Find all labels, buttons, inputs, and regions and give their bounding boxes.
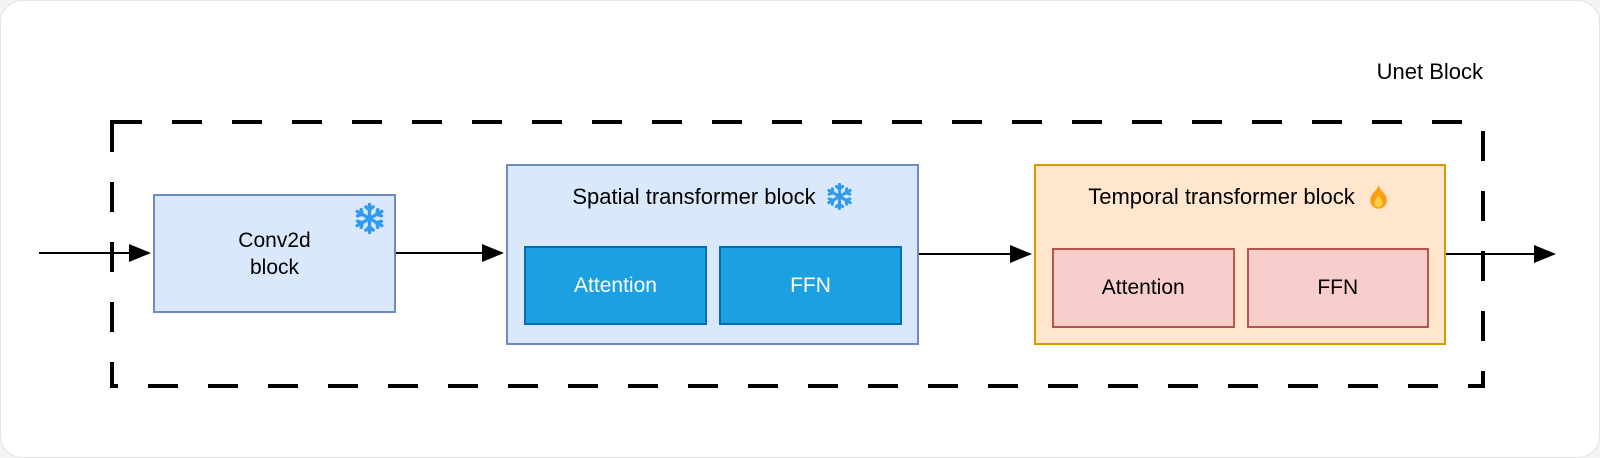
fire-icon: [1365, 183, 1392, 210]
temporal-title: Temporal transformer block: [1088, 184, 1355, 209]
temporal-title-row: Temporal transformer block: [1036, 183, 1444, 210]
spatial-transformer-block: Spatial transformer block: [506, 164, 919, 345]
temporal-inner-row: Attention FFN: [1052, 248, 1429, 328]
temporal-attention-box: Attention: [1052, 248, 1235, 328]
spatial-title: Spatial transformer block: [572, 184, 816, 209]
unet-block-label: Unet Block: [1376, 59, 1483, 84]
conv2d-label-line1: Conv2d: [238, 228, 311, 252]
spatial-ffn-box: FFN: [719, 246, 902, 325]
temporal-ffn-box: FFN: [1246, 248, 1429, 328]
snowflake-icon: [354, 203, 385, 234]
snowflake-icon: [826, 183, 853, 210]
conv2d-block: Conv2d block: [153, 194, 396, 313]
spatial-attention-box: Attention: [524, 246, 707, 325]
conv2d-label-line2: block: [249, 255, 300, 279]
spatial-title-row: Spatial transformer block: [508, 183, 917, 210]
spatial-inner-row: Attention FFN: [524, 246, 902, 325]
temporal-transformer-block: Temporal transformer block Attention FFN: [1034, 164, 1446, 345]
